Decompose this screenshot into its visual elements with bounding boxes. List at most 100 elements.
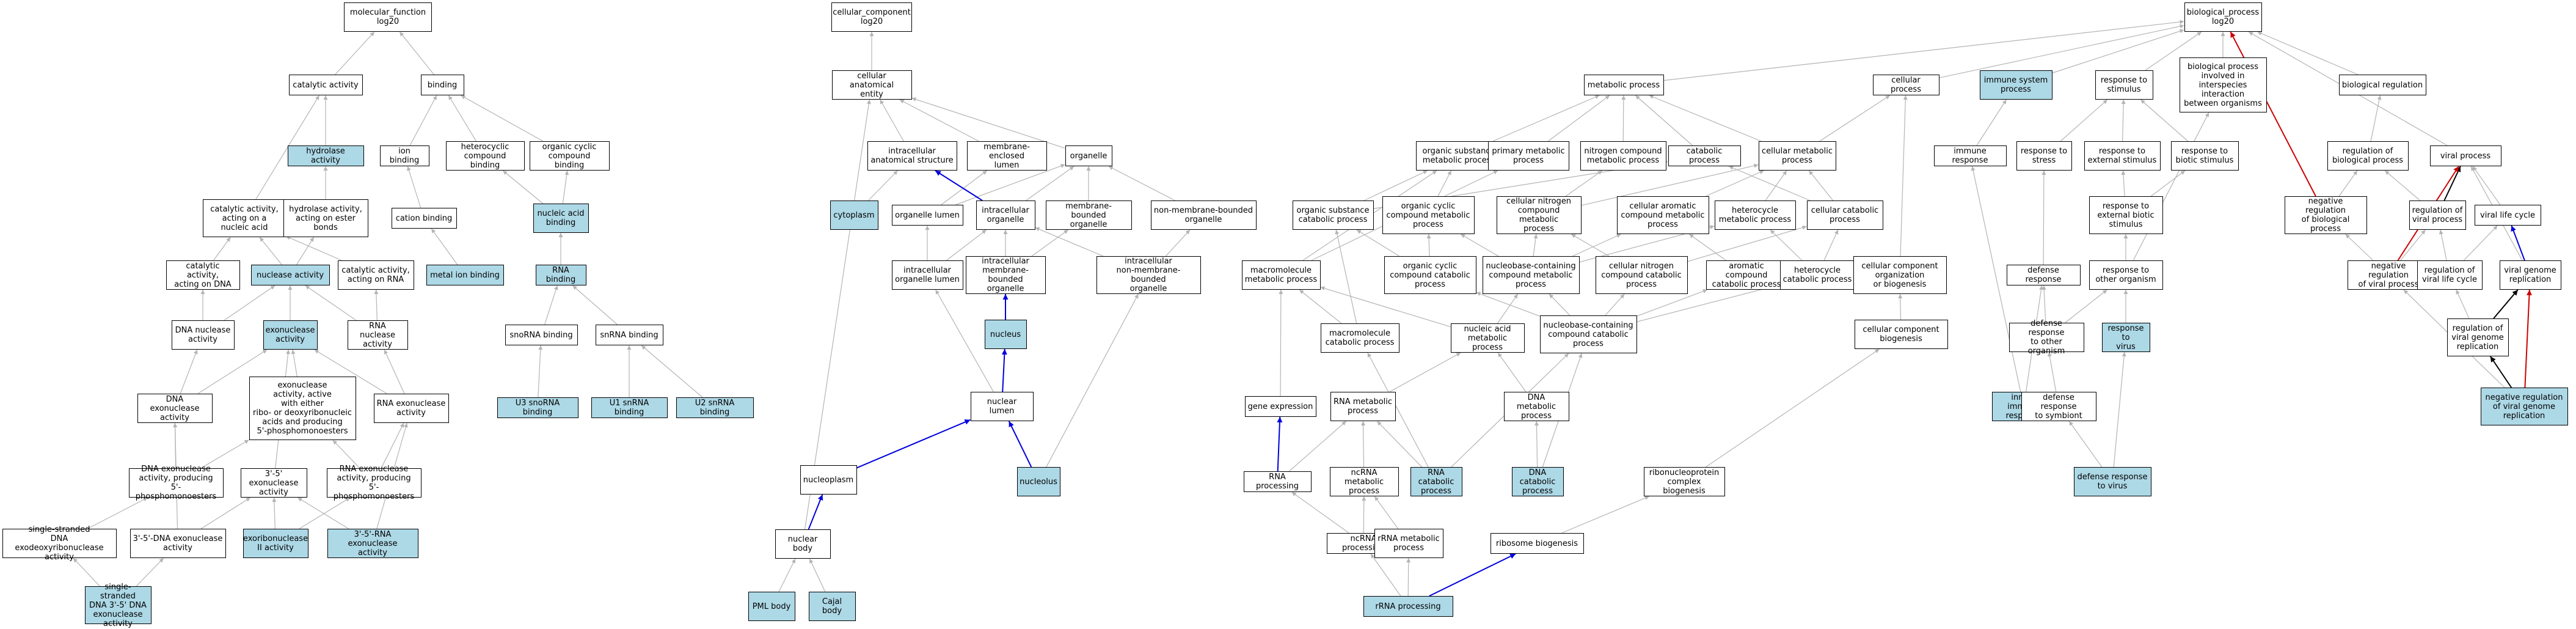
edge-macrocat-to-oscat (1335, 229, 1357, 324)
edge-ribobio-to-ribcomp (1561, 496, 1649, 534)
edge-rnaproc-to-rnamet (1288, 421, 1347, 472)
edge-rnaexo35-to-exo35 (297, 497, 349, 529)
edge-pml-to-nucbody (778, 558, 796, 592)
node-occcat: organic cyclic compound catabolic proces… (1384, 256, 1476, 294)
edge-regvlc-to-vlc (2463, 225, 2498, 261)
edge-nucleolus-to-intranmbo (1046, 293, 1139, 468)
edge-nucbody-to-cae (805, 99, 871, 530)
edge-rrnaproc-to-ribobio (1429, 553, 1516, 597)
edge-dnaexo-to-dnanuc (180, 349, 198, 394)
node-nucleus: nucleus (984, 320, 1027, 349)
node-ionbind: ion binding (379, 145, 429, 166)
edge-catact-to-mf (335, 31, 375, 75)
edge-cat_rna-to-cat_na (285, 235, 342, 261)
edge-exo_ribo-to-exonuc (291, 349, 297, 377)
edge-negregbio-to-regbio (2338, 170, 2358, 197)
node-regbio: regulation of biological process (2327, 141, 2409, 171)
edge-extstim-to-resp (2121, 99, 2126, 142)
edge-geneexp-to-macromet (1279, 289, 1283, 397)
edge-regviral-to-viralproc (2443, 166, 2461, 201)
edge-macrocat-to-macromet (1299, 289, 1342, 324)
node-symbiont: defense response to symbiont (2021, 392, 2096, 421)
edge-bioreg-to-bp (2257, 31, 2359, 75)
node-geneexp: gene expression (1244, 396, 1316, 417)
edge-negvgr-to-regvgr (2489, 356, 2512, 388)
node-rrnaproc: rRNA processing (1363, 596, 1453, 617)
edge-snorna-to-rnabind (544, 285, 558, 325)
edge-nucbody-to-nucleoplasm (808, 494, 823, 530)
node-rnaexo35: 3'-5'-RNA exonuclease activity (327, 529, 418, 558)
node-exo_ribo: exonuclease activity, active with either… (249, 377, 356, 440)
edge-regviral-to-regbio (2384, 170, 2421, 201)
edge-extbiotic-to-biostim (2150, 170, 2186, 197)
edge-u2-to-snrna (641, 345, 703, 398)
edge-regvlc-to-regviral (2439, 229, 2447, 261)
edge-nbcmp-to-cnmp (1533, 234, 1538, 257)
node-nuclumen: nuclear lumen (970, 392, 1034, 421)
edge-rnaexo5-to-exo_ribo (332, 440, 360, 469)
node-hetcyc_bind: heterocyclic compound binding (445, 141, 525, 171)
edge-nbccp-to-occcat (1476, 292, 1540, 317)
node-u2: U2 snRNA binding (676, 397, 754, 418)
node-cation: cation binding (391, 208, 457, 229)
edge-immresp-to-immsys (1976, 99, 2007, 146)
node-cae: cellular anatomical entity (831, 70, 912, 100)
edge-nuclumen-to-intraorglumen (935, 289, 994, 392)
node-rnabind: RNA binding (535, 265, 586, 285)
edge-ribcomp-to-ccbio (1706, 348, 1880, 468)
edge-regvgr-to-regvlc (2456, 289, 2470, 319)
node-immresp: immune response (1933, 145, 2007, 166)
edge-ccob-to-cellproc (1900, 95, 1908, 257)
edge-negregbio-to-bp (2230, 31, 2316, 197)
edge-hetcat-to-hetmet (1770, 229, 1803, 261)
node-hydrolase: hydrolase activity (287, 145, 364, 166)
edge-nucleoplasm-to-nuclumen (856, 419, 971, 469)
node-u3: U3 snoRNA binding (497, 397, 578, 418)
edge-cnmp-to-cellmet (1581, 163, 1759, 206)
node-nucbody: nuclear body (775, 529, 831, 559)
node-rrnamet: rRNA metabolic process (1374, 529, 1443, 558)
edge-nabind-to-hetcyc_bind (502, 170, 544, 204)
edge-ias-to-cae (880, 99, 904, 142)
edge-negregviral-to-regviral (2400, 229, 2426, 261)
node-rnaproc: RNA processing (1243, 471, 1312, 492)
node-rnanuc: RNA nuclease activity (347, 320, 408, 350)
node-ncrnamet: ncRNA metabolic process (1329, 467, 1399, 496)
node-dnaexo: DNA exonuclease activity (137, 394, 213, 423)
node-biostim: response to biotic stimulus (2170, 141, 2239, 171)
node-negregbio: negative regulation of biological proces… (2284, 196, 2367, 234)
edge-nbccp-to-hetcat (1636, 284, 1780, 322)
edge-dnaexo35-to-exo35 (200, 497, 251, 529)
edge-primmet-to-metproc (1547, 95, 1610, 142)
edge-hetcat-to-cellcat (1823, 229, 1839, 261)
node-nucleoplasm: nucleoplasm (800, 465, 857, 495)
node-ribobio: ribosome biogenesis (1490, 533, 1584, 554)
node-metal: metal ion binding (426, 265, 504, 285)
edge-defother-to-otherorg (2065, 289, 2107, 323)
edge-rnaproc-to-geneexp (1277, 416, 1283, 472)
node-extbiotic: response to external biotic stimulus (2089, 196, 2163, 234)
node-regviral: regulation of viral process (2409, 200, 2466, 230)
node-hetmet: heterocycle metabolic process (1714, 200, 1796, 230)
edge-rnanuc-to-nuclease (305, 285, 357, 321)
node-primmet: primary metabolic process (1487, 141, 1569, 171)
node-intraorg: intracellular organelle (976, 200, 1035, 230)
node-intrambo: intracellular membrane-bounded organelle (965, 256, 1046, 294)
edge-resp-to-bp (2145, 31, 2202, 71)
node-regvgr: regulation of viral genome replication (2446, 318, 2509, 356)
edge-rnanuc-to-cat_rna (374, 289, 379, 321)
node-ribcomp: ribonucleoprotein complex biogenesis (1643, 467, 1725, 496)
edge-intraorg-to-ias (935, 170, 983, 201)
edge-hetmet-to-cellmet (1765, 170, 1787, 201)
edge-negregviral-to-negregbio (2345, 234, 2374, 261)
node-ss35: single-stranded DNA 3'-5' DNA exonucleas… (84, 583, 151, 628)
edge-immsys-to-bp (2052, 29, 2184, 74)
edge-occmp-to-osmp (1437, 170, 1452, 197)
edge-ss35-to-ss_exo (73, 557, 100, 587)
node-exoribo2: exoribonuclease II activity (243, 529, 308, 558)
edge-nbcmp-to-cacmp (1572, 234, 1621, 257)
edge-ss_exo-to-dnaexo5 (87, 497, 148, 529)
node-nbccp: nucleobase-containing compound catabolic… (1539, 315, 1637, 353)
edge-defother-to-defense (2041, 285, 2046, 323)
node-macromet: macromolecule metabolic process (1241, 260, 1321, 290)
